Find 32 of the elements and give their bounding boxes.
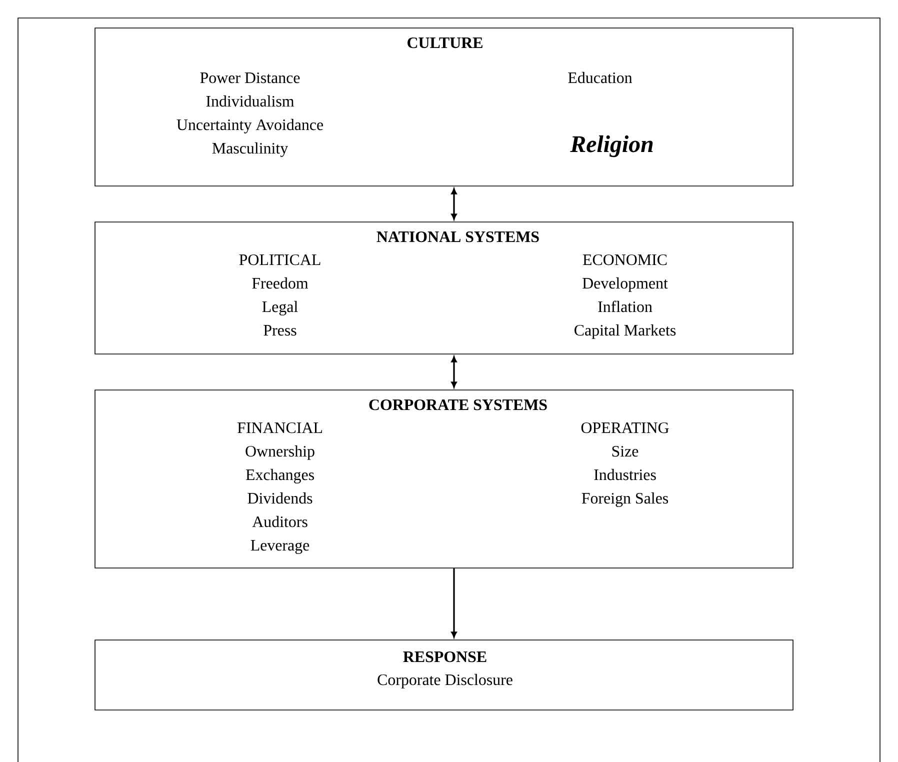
- box-text: Press: [264, 325, 296, 336]
- box-text: Masculinity: [212, 142, 288, 157]
- box-text: Size: [612, 446, 638, 457]
- box-text: Individualism: [206, 95, 294, 107]
- box-heading: RESPONSE: [403, 651, 486, 662]
- box-text: Inflation: [598, 300, 652, 312]
- box-heading: CULTURE: [408, 37, 482, 48]
- box-text: Uncertainty Avoidance: [176, 118, 323, 134]
- box-text: POLITICAL: [239, 254, 320, 266]
- box-text: Industries: [594, 468, 656, 480]
- box-text: Dividends: [248, 492, 312, 504]
- box-text: Corporate Disclosure: [378, 674, 512, 688]
- box-text: FINANCIAL: [238, 422, 322, 434]
- box-heading: CORPORATE SYSTEMS: [369, 399, 547, 410]
- box-text: Power Distance: [200, 72, 300, 84]
- box-text: Ownership: [246, 445, 314, 460]
- box-text: Leverage: [250, 540, 310, 554]
- arrow: [451, 568, 457, 638]
- box-text: OPERATING: [581, 422, 669, 434]
- box-heading: NATIONAL SYSTEMS: [376, 231, 539, 242]
- box-text: Foreign Sales: [582, 492, 668, 507]
- arrow: [451, 188, 457, 220]
- box-text: Education: [568, 72, 632, 84]
- box-text: Legal: [262, 300, 298, 316]
- box-text: Freedom: [252, 277, 308, 289]
- box-text: Religion: [570, 135, 653, 158]
- arrow: [451, 356, 457, 388]
- box-text: Auditors: [252, 516, 308, 528]
- box-text: Exchanges: [246, 468, 314, 484]
- box-text: Development: [582, 277, 668, 292]
- box-text: Capital Markets: [574, 324, 676, 339]
- box-text: ECONOMIC: [582, 254, 667, 266]
